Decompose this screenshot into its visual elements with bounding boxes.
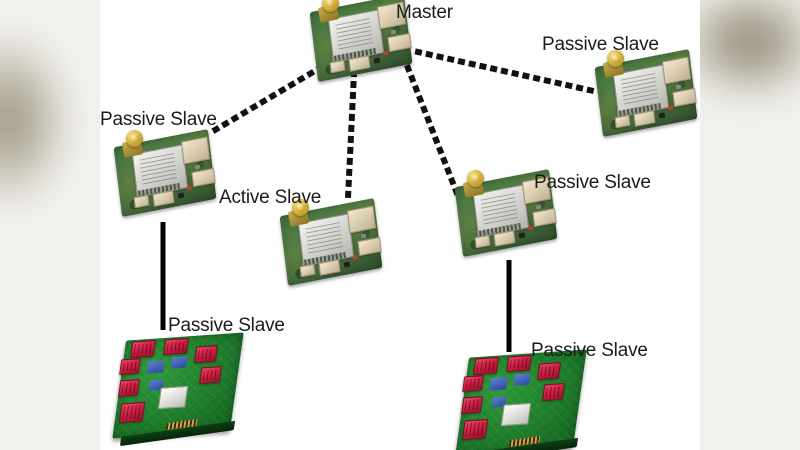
link-master-to-active-slave [344,69,358,202]
label-active-slave: Active Slave [219,187,322,208]
sma-antenna-connector-icon [291,198,309,216]
processor-chip [157,386,189,410]
blue-component [170,356,188,370]
blue-component [146,360,165,374]
capacitor-component [527,225,534,231]
background-blur-left [0,0,102,450]
sma-antenna-connector-icon [606,49,624,67]
processor-chip [500,403,532,427]
red-header-connector [462,374,485,393]
capacitor-component [667,105,674,111]
label-passive-slave-left: Passive Slave [100,109,217,130]
link-master-to-passive-left [205,57,335,138]
label-passive-slave-top-right: Passive Slave [542,34,659,55]
label-passive-slave-bottom-left: Passive Slave [168,315,285,336]
capacitor-component [382,50,389,56]
resistor-component [390,29,396,35]
red-header-connector [462,418,489,440]
solid-links [160,222,512,352]
red-header-connector [198,365,222,384]
red-header-connector [473,356,499,376]
label-passive-slave-bottom-right: Passive Slave [531,340,648,361]
sma-antenna-connector-icon [466,169,484,187]
red-header-connector [505,354,532,373]
link-master-to-passive-right [404,64,462,200]
resistor-component [360,233,366,239]
background-blur-right [698,0,800,450]
red-header-connector [119,357,142,376]
red-header-connector [193,344,219,363]
node-passive-slave-right-module[interactable] [454,169,558,257]
node-master-module[interactable] [309,0,413,82]
label-passive-slave-right: Passive Slave [534,172,651,193]
blue-component [513,373,531,387]
red-header-connector [162,337,189,356]
red-header-connector [118,378,141,397]
blue-component [489,377,508,391]
resistor-component [535,204,541,210]
red-header-connector [541,382,565,401]
capacitor-component [352,254,359,260]
label-master: Master [396,2,453,23]
dotted-links [205,48,602,202]
capacitor-component [186,185,193,191]
sma-antenna-connector-icon [321,0,339,12]
red-header-connector [130,339,156,359]
resistor-component [675,84,681,90]
node-passive-slave-bottom-left-board[interactable] [112,332,244,446]
red-header-connector [119,401,146,423]
resistor-component [194,164,200,170]
node-passive-slave-top-right-module[interactable] [594,49,698,137]
node-passive-slave-left-module[interactable] [113,129,217,217]
red-header-connector [536,361,562,380]
red-header-connector [461,395,484,414]
sma-antenna-connector-icon [125,129,143,147]
link-master-to-passive-top-right [414,48,602,96]
node-active-slave-module[interactable] [279,198,383,286]
node-passive-slave-bottom-right-board[interactable] [455,349,587,450]
